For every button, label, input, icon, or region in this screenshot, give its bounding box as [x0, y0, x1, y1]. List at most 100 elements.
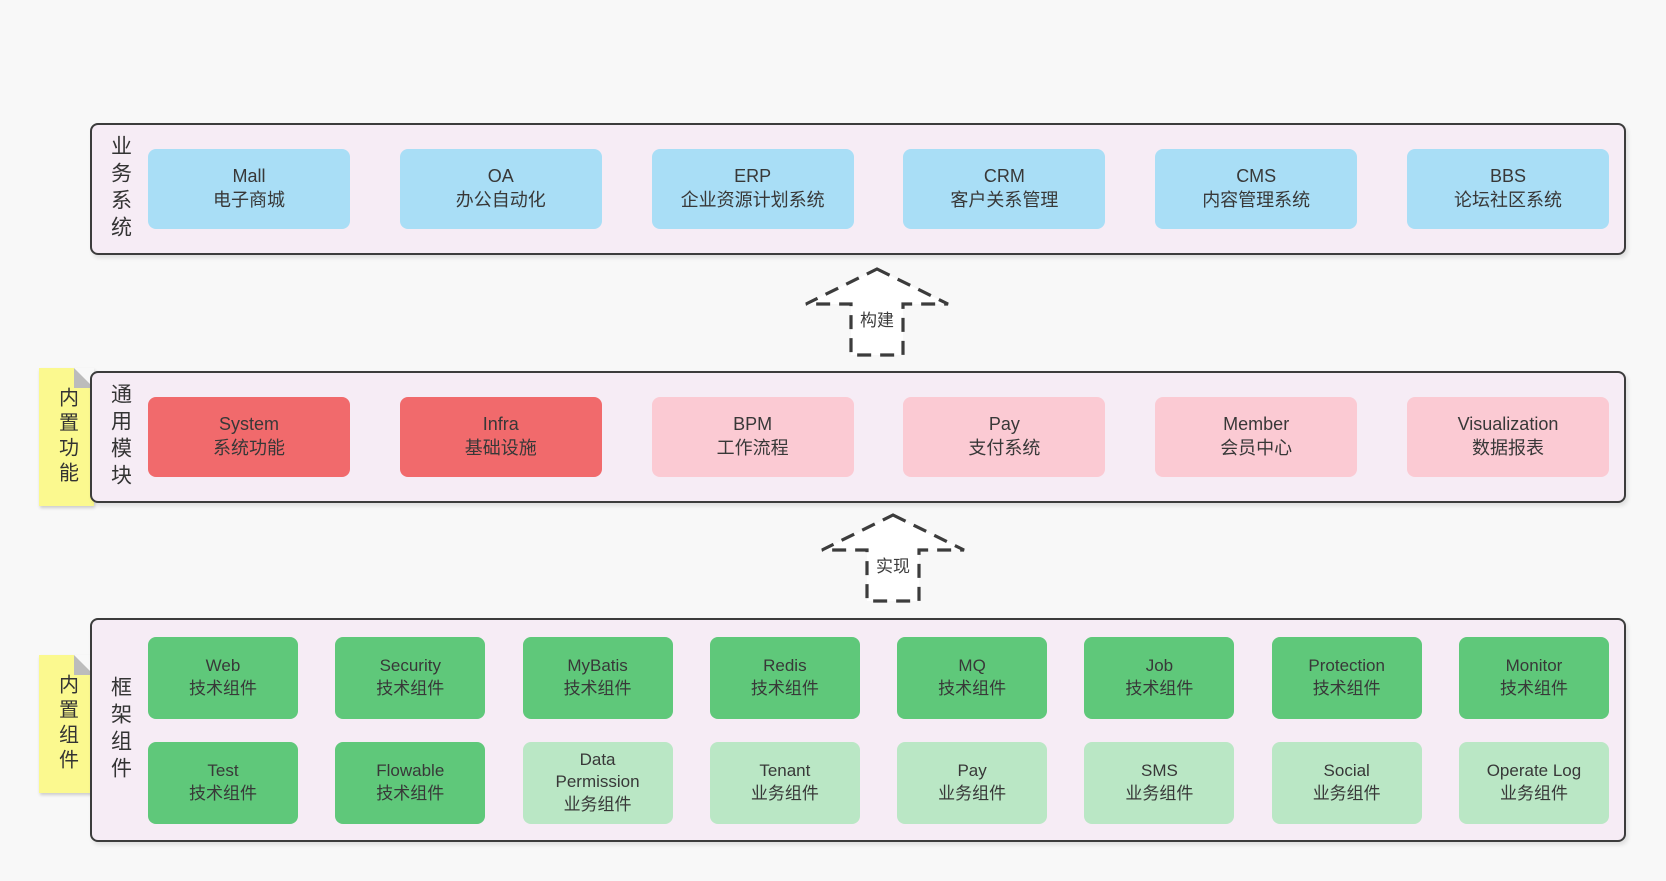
box-subtitle: 业务组件 [1312, 783, 1381, 803]
box-mall: Mall 电子商城 [148, 149, 350, 229]
box-subtitle: 论坛社区系统 [1453, 190, 1562, 210]
box-title: SMS [1140, 761, 1178, 781]
box-subtitle: 技术组件 [189, 678, 257, 698]
box-web: Web 技术组件 [148, 636, 298, 719]
box-oa: OA 办公自动化 [399, 149, 602, 229]
box-subtitle: 系统功能 [213, 438, 285, 458]
box-title: OA [487, 166, 514, 187]
box-title: BBS [1489, 166, 1526, 187]
layer-label: 通用模块 [108, 383, 132, 491]
box-subtitle: 技术组件 [1312, 678, 1381, 698]
box-title: Social [1323, 761, 1370, 781]
layer-label: 框架组件 [108, 676, 132, 784]
layer-business-systems: 业务系统 Mall 电子商城 OA 办公自动化 ERP 企业资源计划系统 CRM… [90, 123, 1626, 255]
box-bbs: BBS 论坛社区系统 [1406, 149, 1609, 229]
box-subtitle: 技术组件 [376, 678, 445, 698]
box-data-permission: Data Permission 业务组件 [522, 741, 673, 824]
box-title: Operate Log [1486, 761, 1582, 781]
layer-framework-components: 框架组件 Web 技术组件 Security 技术组件 MyBatis 技术组件… [90, 618, 1626, 842]
box-title: Member [1223, 414, 1290, 435]
box-title: MQ [958, 656, 986, 676]
layer-content: Web 技术组件 Security 技术组件 MyBatis 技术组件 Redi… [148, 620, 1624, 840]
box-subtitle: 技术组件 [376, 783, 445, 803]
box-subtitle: 业务组件 [1125, 783, 1194, 803]
arrow-label: 构建 [857, 306, 897, 331]
sticky-note-built-in-components: 内置组件 [39, 655, 94, 793]
box-title: Redis [763, 656, 807, 676]
box-sms: SMS 业务组件 [1084, 741, 1235, 824]
box-pay-component: Pay 业务组件 [897, 741, 1048, 824]
box-title: Test [207, 761, 239, 781]
box-title: ERP [734, 166, 772, 187]
box-monitor: Monitor 技术组件 [1458, 636, 1609, 719]
sticky-note-label: 内置组件 [55, 674, 78, 774]
component-row-2: Test 技术组件 Flowable 技术组件 Data Permission … [148, 741, 1609, 824]
box-subtitle: 电子商城 [213, 190, 285, 210]
box-title: Mall [232, 166, 266, 187]
sticky-note-built-in-features: 内置功能 [39, 368, 94, 506]
box-cms: CMS 内容管理系统 [1155, 149, 1358, 229]
box-protection: Protection 技术组件 [1271, 636, 1422, 719]
box-title: Flowable [376, 761, 445, 781]
box-subtitle: 会员中心 [1220, 438, 1293, 458]
box-title: Data Permission [555, 749, 640, 792]
box-subtitle: 技术组件 [938, 678, 1007, 698]
layer-label-column: 业务系统 [92, 125, 148, 253]
box-mq: MQ 技术组件 [897, 636, 1048, 719]
box-title: Tenant [759, 761, 811, 781]
layer-label-column: 通用模块 [92, 373, 148, 501]
box-subtitle: 数据报表 [1471, 438, 1544, 458]
box-member: Member 会员中心 [1155, 397, 1358, 477]
box-system: System 系统功能 [148, 397, 350, 477]
box-title: Security [379, 656, 441, 676]
box-title: CRM [983, 166, 1025, 187]
layer-common-modules: 通用模块 System 系统功能 Infra 基础设施 BPM 工作流程 Pay… [90, 371, 1626, 503]
box-subtitle: 业务组件 [563, 794, 632, 814]
box-subtitle: 技术组件 [1499, 678, 1568, 698]
box-subtitle: 工作流程 [716, 438, 789, 458]
box-test: Test 技术组件 [148, 741, 298, 824]
box-subtitle: 企业资源计划系统 [680, 190, 825, 210]
box-erp: ERP 企业资源计划系统 [651, 149, 854, 229]
box-subtitle: 内容管理系统 [1202, 190, 1311, 210]
box-title: Visualization [1457, 414, 1559, 435]
box-title: Job [1145, 656, 1174, 676]
build-arrow: 构建 [802, 266, 952, 358]
sticky-note-label: 内置功能 [55, 387, 78, 487]
component-row-1: Web 技术组件 Security 技术组件 MyBatis 技术组件 Redi… [148, 636, 1609, 719]
layer-label: 业务系统 [108, 135, 132, 243]
layer-label-column: 框架组件 [92, 620, 148, 840]
box-subtitle: 业务组件 [938, 783, 1007, 803]
box-title: Pay [988, 414, 1020, 435]
layer-content: System 系统功能 Infra 基础设施 BPM 工作流程 Pay 支付系统… [148, 373, 1624, 501]
box-mybatis: MyBatis 技术组件 [522, 636, 673, 719]
box-flowable: Flowable 技术组件 [335, 741, 486, 824]
box-security: Security 技术组件 [335, 636, 486, 719]
layer-content: Mall 电子商城 OA 办公自动化 ERP 企业资源计划系统 CRM 客户关系… [148, 125, 1624, 253]
box-subtitle: 技术组件 [1125, 678, 1194, 698]
implement-arrow: 实现 [818, 512, 968, 604]
box-pay-module: Pay 支付系统 [903, 397, 1106, 477]
box-title: Pay [957, 761, 987, 781]
box-title: System [218, 414, 279, 435]
box-subtitle: 业务组件 [1499, 783, 1568, 803]
box-title: MyBatis [567, 656, 628, 676]
box-subtitle: 技术组件 [750, 678, 819, 698]
box-subtitle: 支付系统 [968, 438, 1041, 458]
box-title: Protection [1308, 656, 1385, 676]
box-crm: CRM 客户关系管理 [903, 149, 1106, 229]
box-operate-log: Operate Log 业务组件 [1458, 741, 1609, 824]
box-title: BPM [733, 414, 773, 435]
box-redis: Redis 技术组件 [709, 636, 860, 719]
arrow-label: 实现 [873, 552, 913, 577]
box-title: Monitor [1505, 656, 1563, 676]
box-subtitle: 技术组件 [189, 783, 257, 803]
box-visualization: Visualization 数据报表 [1406, 397, 1609, 477]
box-subtitle: 业务组件 [750, 783, 819, 803]
box-title: CMS [1236, 166, 1277, 187]
box-subtitle: 办公自动化 [455, 190, 546, 210]
box-infra: Infra 基础设施 [399, 397, 602, 477]
box-bpm: BPM 工作流程 [651, 397, 854, 477]
box-tenant: Tenant 业务组件 [709, 741, 860, 824]
box-social: Social 业务组件 [1271, 741, 1422, 824]
